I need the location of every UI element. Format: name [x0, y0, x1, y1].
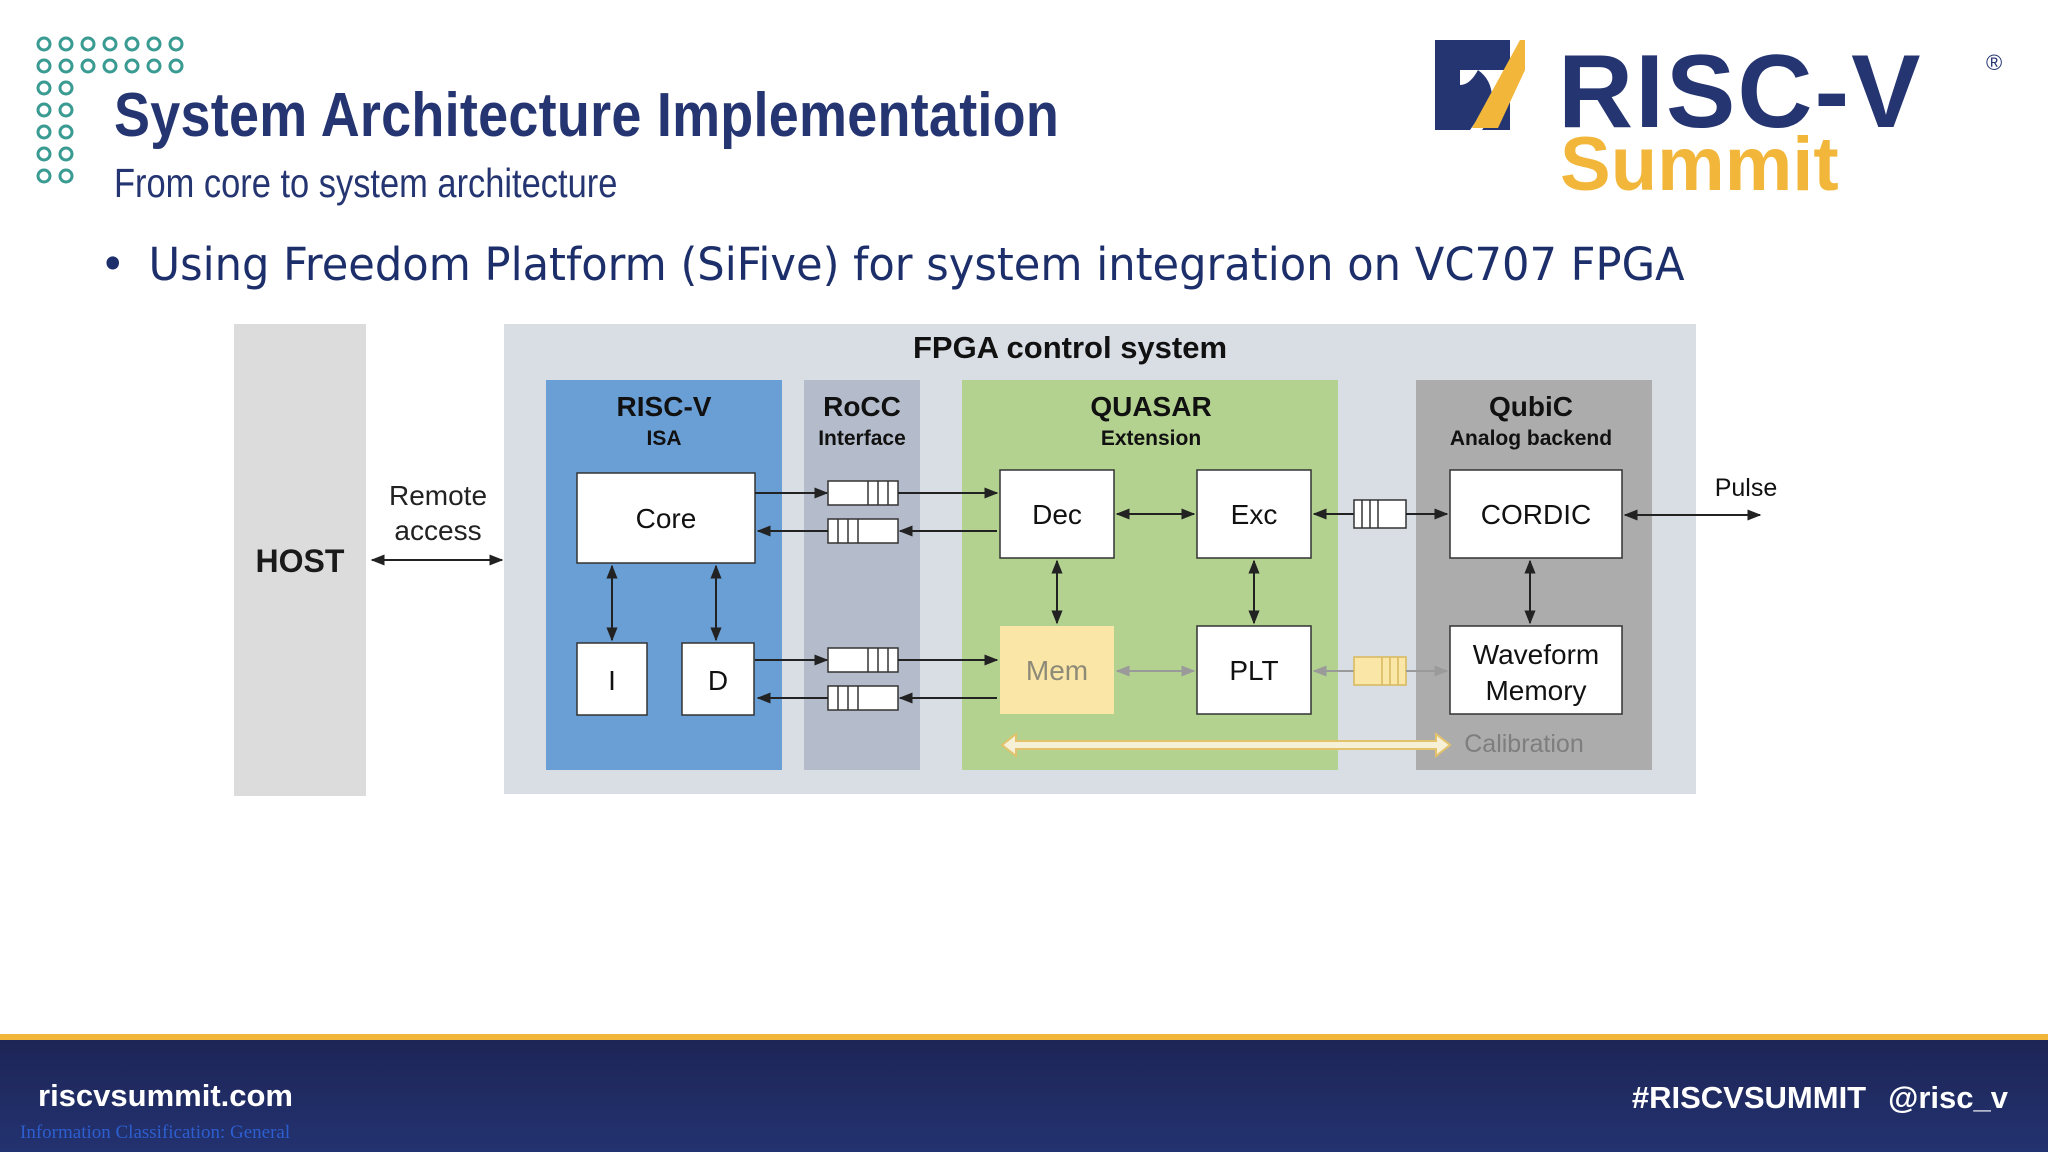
riscv-subtitle: ISA	[646, 427, 681, 450]
page-subtitle: From core to system architecture	[114, 160, 618, 206]
host-block	[234, 324, 366, 796]
host-label: HOST	[256, 543, 345, 579]
dcache-box	[681, 642, 755, 716]
page-title: System Architecture Implementation	[114, 81, 1060, 150]
exc-box	[1196, 469, 1312, 559]
dec-label: Dec	[1032, 499, 1082, 530]
queue-mem-to-d	[756, 685, 997, 711]
bullet-item: • Using Freedom Platform (SiFive) for sys…	[100, 238, 1685, 291]
dcache-label: D	[708, 665, 728, 696]
architecture-diagram: HOST Remote access FPGA control system R…	[234, 324, 1778, 796]
core-label: Core	[636, 503, 697, 534]
dec-box	[999, 469, 1115, 559]
remote-label-line2: access	[394, 515, 481, 546]
queue-plt-waveform	[1312, 656, 1449, 686]
mem-box	[1000, 626, 1114, 714]
icache-label: I	[608, 665, 616, 696]
quasar-title: QUASAR	[1090, 391, 1211, 422]
calibration-label: Calibration	[1464, 730, 1584, 758]
queue-dec-to-core	[756, 518, 997, 544]
rocc-title: RoCC	[823, 391, 901, 422]
waveform-label-line1: Waveform	[1473, 639, 1600, 670]
cordic-box	[1449, 469, 1623, 559]
fpga-title: FPGA control system	[913, 330, 1227, 365]
riscv-title: RISC-V	[617, 391, 712, 422]
waveform-memory-box	[1449, 625, 1623, 715]
remote-label-line1: Remote	[389, 480, 487, 511]
queue-core-to-dec	[755, 480, 999, 506]
waveform-label-line2: Memory	[1485, 675, 1586, 706]
footer-social: #RISCVSUMMIT @risc_v	[1632, 1080, 2008, 1116]
logo-risc-v-text: RISC-V	[1558, 34, 1922, 150]
footer-accent-line	[0, 1034, 2048, 1040]
risc-v-summit-logo: RISC-V ® Summit	[1435, 34, 2002, 200]
quasar-subtitle: Extension	[1101, 427, 1201, 450]
queue-d-to-mem	[755, 647, 999, 673]
core-box	[576, 472, 756, 564]
logo-summit-text: Summit	[1560, 122, 1839, 200]
plt-label: PLT	[1229, 655, 1278, 686]
mem-label: Mem	[1026, 655, 1088, 686]
footer-site-link[interactable]: riscvsummit.com	[38, 1078, 293, 1113]
plt-box	[1196, 625, 1312, 715]
icache-box	[576, 642, 648, 716]
classification-label: Information Classification: General	[20, 1122, 291, 1143]
dot-pattern-decoration	[36, 36, 184, 184]
pulse-label: Pulse	[1715, 474, 1778, 502]
exc-label: Exc	[1231, 499, 1278, 530]
bullet-text: Using Freedom Platform (SiFive) for syst…	[148, 238, 1685, 291]
risc-v-mark-icon	[1435, 40, 1525, 130]
footer-bar	[0, 1040, 2048, 1152]
qubic-subtitle: Analog backend	[1450, 427, 1612, 450]
queue-exc-cordic	[1312, 499, 1449, 529]
bullet-dot: •	[100, 238, 126, 291]
footer-handle[interactable]: @risc_v	[1888, 1080, 2008, 1115]
footer-hashtag[interactable]: #RISCVSUMMIT	[1631, 1080, 1867, 1115]
registered-mark: ®	[1986, 50, 2002, 75]
qubic-title: QubiC	[1489, 391, 1573, 422]
calibration-arrow	[1000, 731, 1452, 759]
cordic-label: CORDIC	[1481, 499, 1591, 530]
rocc-subtitle: Interface	[818, 427, 906, 450]
